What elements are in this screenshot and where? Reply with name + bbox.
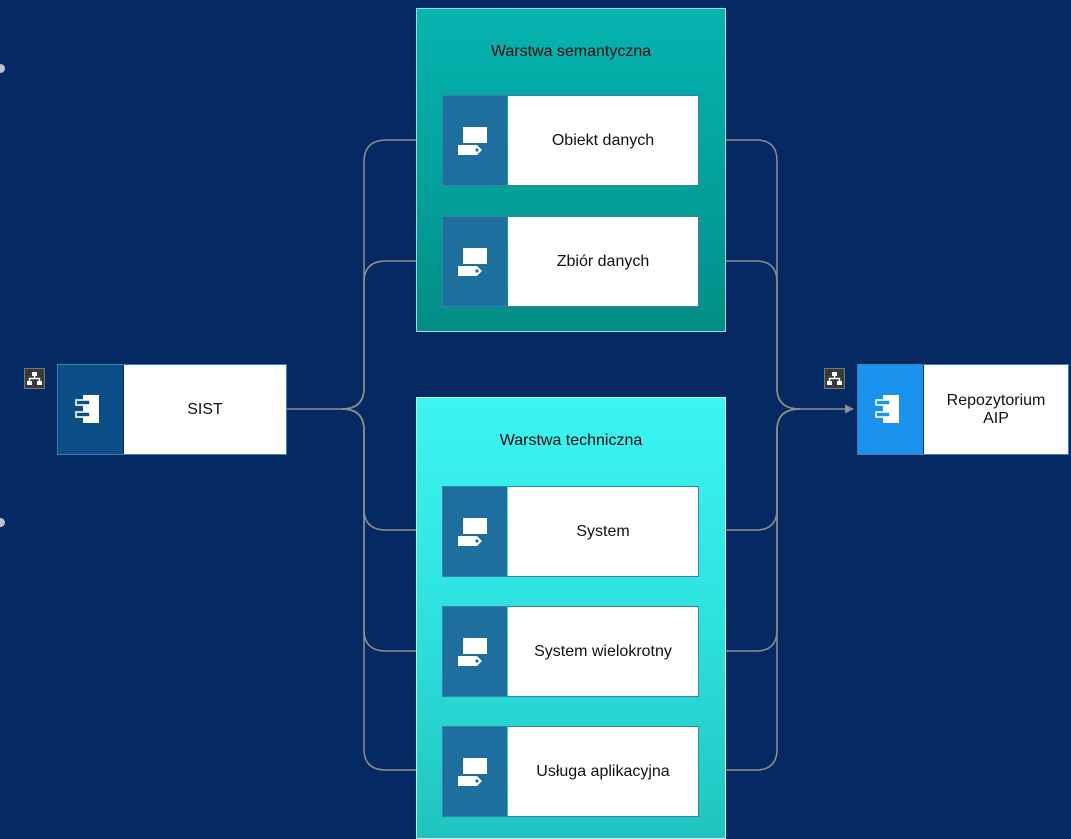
flow-usluga-aplikacyjna-to-repo[interactable]	[706, 408, 801, 771]
node-icon-strip	[443, 727, 507, 816]
data-object-icon	[458, 754, 494, 790]
node-label: Usługa aplikacyjna	[508, 727, 698, 816]
node-icon-strip	[443, 607, 507, 696]
node-obiekt-danych[interactable]: Obiekt danych	[442, 95, 699, 186]
node-usluga-aplikacyjna[interactable]: Usługa aplikacyjna	[442, 726, 699, 817]
flow-sist-to-usluga-aplikacyjna[interactable]	[341, 408, 437, 775]
node-label: SIST	[124, 365, 286, 454]
flow-zbior-danych-to-repo[interactable]	[706, 260, 801, 410]
node-icon-strip	[443, 487, 507, 576]
node-system-wielokrotny[interactable]: System wielokrotny	[442, 606, 699, 697]
node-icon-strip	[443, 217, 507, 306]
node-label: Repozytorium AIP	[924, 365, 1068, 454]
application-component-icon	[72, 391, 108, 427]
node-label: Obiekt danych	[508, 96, 698, 185]
data-object-icon	[458, 514, 494, 550]
node-label: Zbiór danych	[508, 217, 698, 306]
hierarchy-icon[interactable]	[824, 368, 845, 389]
connection-point[interactable]	[0, 518, 5, 527]
connection-point[interactable]	[0, 64, 5, 73]
data-object-icon	[458, 123, 494, 159]
flow-sist-to-obiekt-danych[interactable]	[287, 135, 437, 410]
node-system[interactable]: System	[442, 486, 699, 577]
node-icon-strip	[858, 365, 923, 454]
flow-sist-to-zbior-danych[interactable]	[341, 256, 437, 410]
data-object-icon	[458, 244, 494, 280]
node-icon-strip	[58, 365, 123, 454]
node-label: System wielokrotny	[508, 607, 698, 696]
node-label-line: Repozytorium	[946, 391, 1046, 409]
node-label: System	[508, 487, 698, 576]
application-component-icon	[872, 391, 908, 427]
data-object-icon	[458, 634, 494, 670]
node-label-line: AIP	[983, 409, 1009, 427]
node-sist[interactable]: SIST	[57, 364, 287, 455]
node-icon-strip	[443, 96, 507, 185]
group-title: Warstwa semantyczna	[490, 43, 652, 60]
node-zbior-danych[interactable]: Zbiór danych	[442, 216, 699, 307]
node-repozytorium-aip[interactable]: Repozytorium AIP	[857, 364, 1069, 455]
group-title: Warstwa techniczna	[499, 432, 643, 449]
hierarchy-icon[interactable]	[24, 368, 45, 389]
